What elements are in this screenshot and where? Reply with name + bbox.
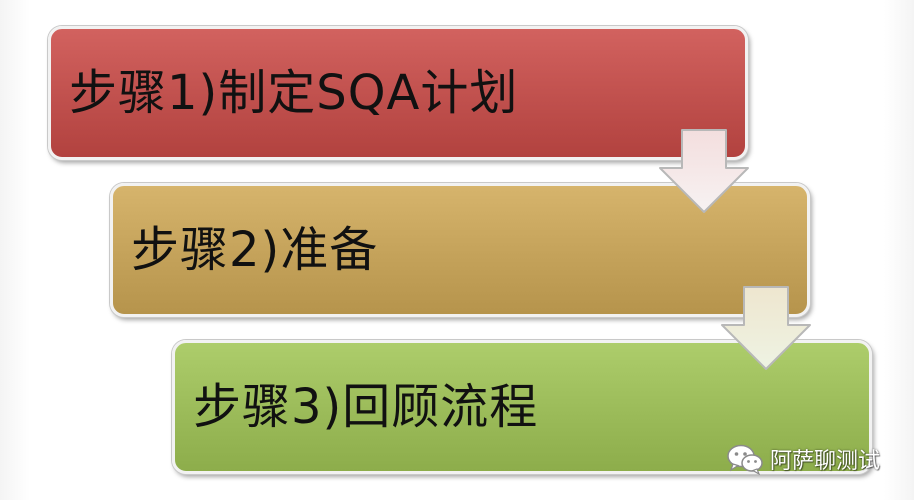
step-1-box: 步骤1)制定SQA计划 — [48, 26, 748, 160]
wechat-icon — [727, 444, 763, 475]
down-arrow-icon — [721, 286, 811, 370]
step-1-label: 步骤1)制定SQA计划 — [69, 65, 519, 121]
down-arrow-icon — [659, 129, 749, 213]
step-2-box: 步骤2)准备 — [110, 183, 810, 317]
watermark-text: 阿萨聊测试 — [770, 449, 881, 474]
step-3-label: 步骤3)回顾流程 — [193, 379, 539, 435]
step-3-box: 步骤3)回顾流程 — [172, 340, 872, 474]
watermark: 阿萨聊测试 — [726, 442, 880, 476]
step-2-label: 步骤2)准备 — [131, 222, 379, 278]
